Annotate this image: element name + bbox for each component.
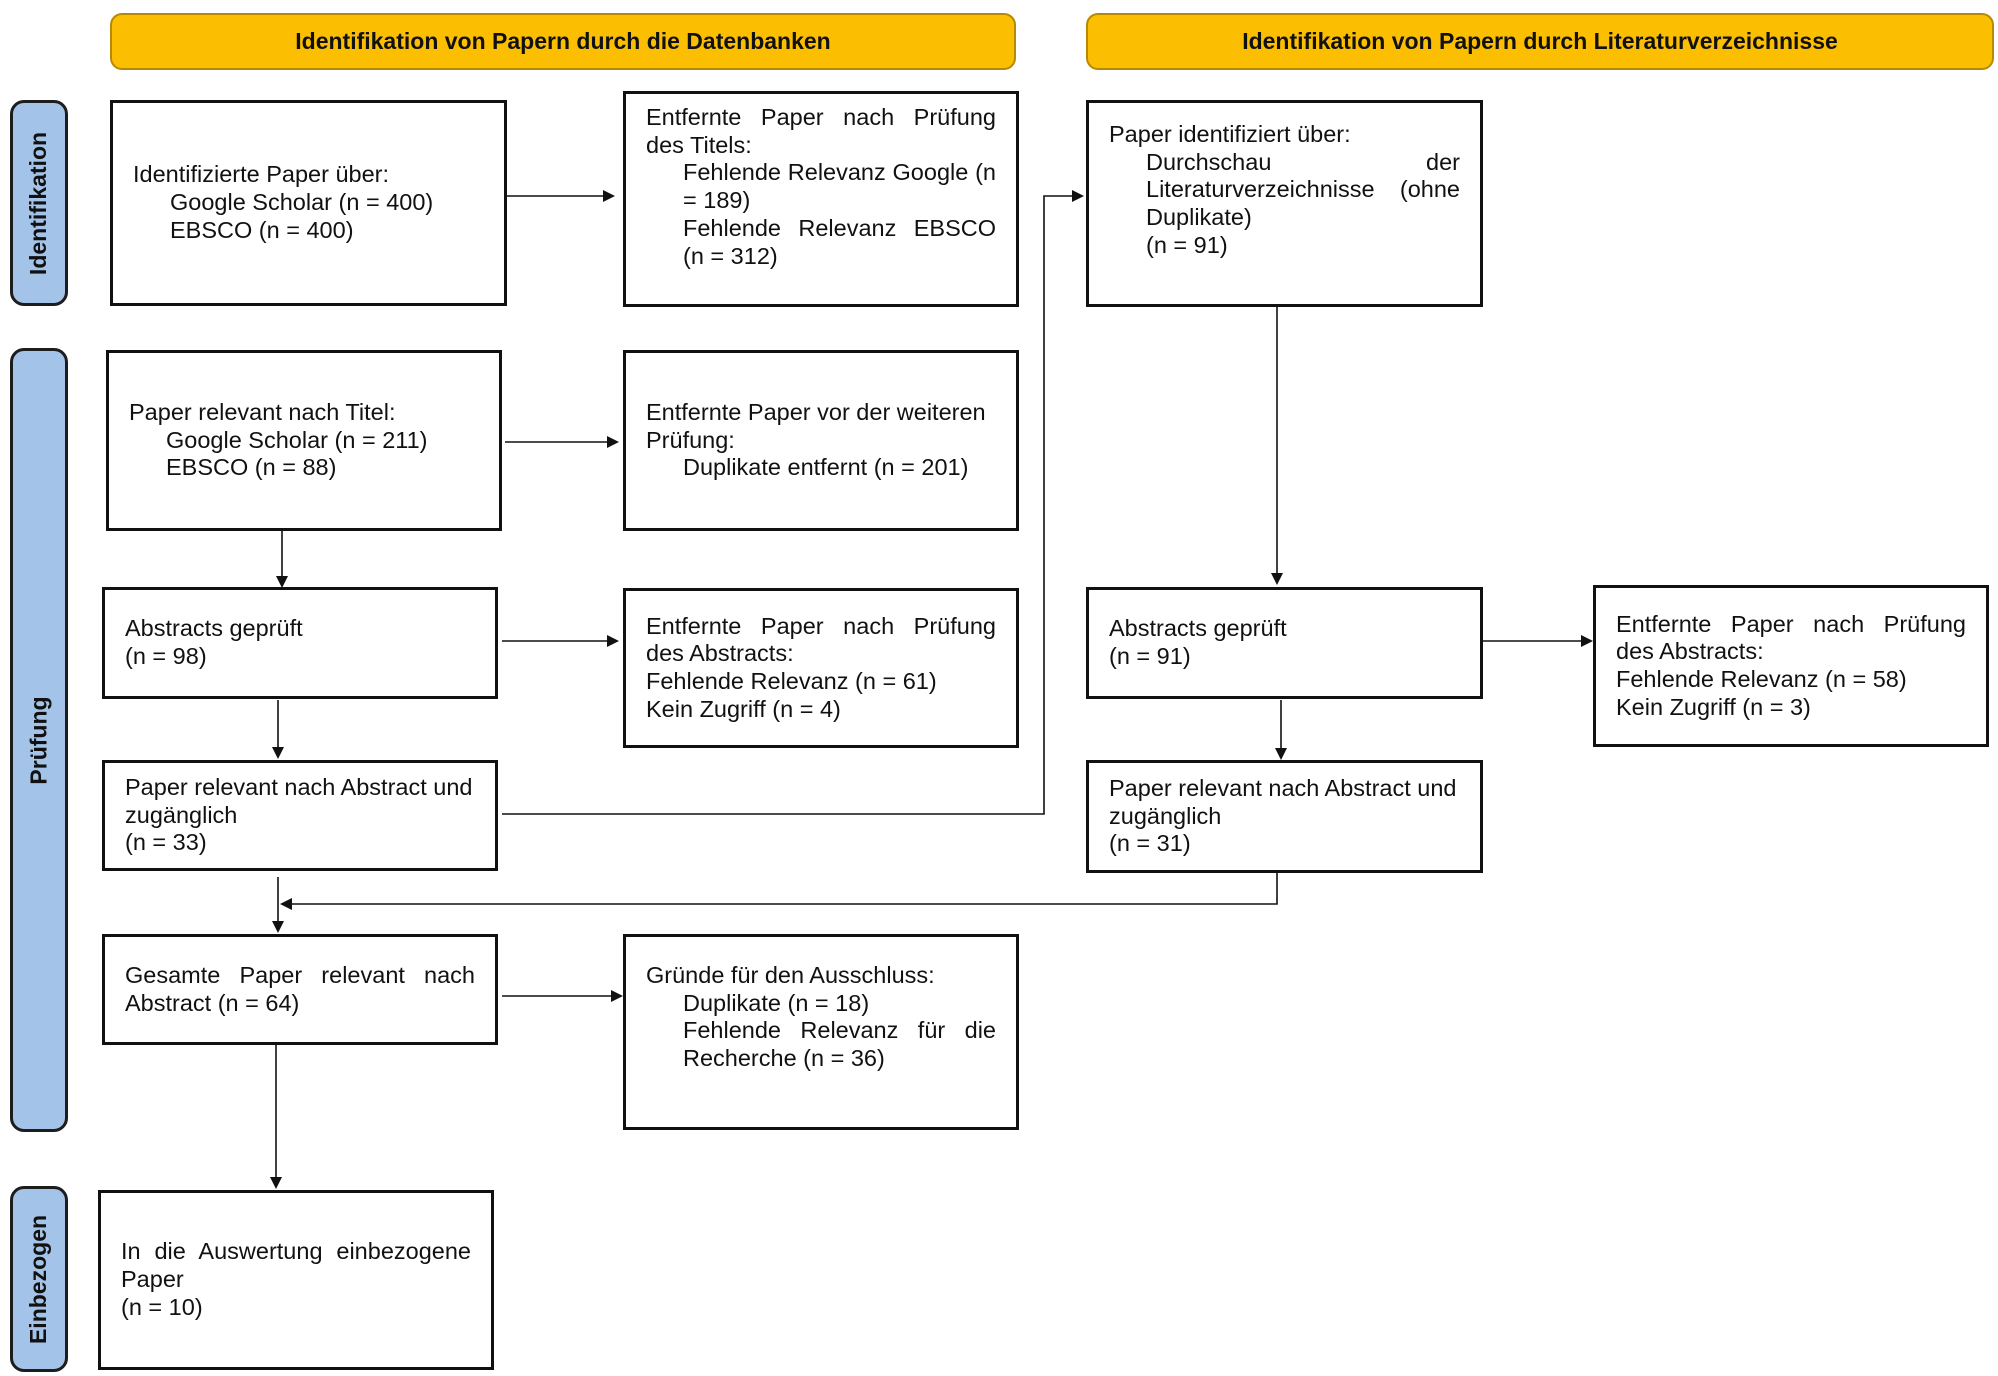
removed-abstracts-db-relevance: Fehlende Relevanz (n = 61) — [646, 668, 937, 694]
arrow-db-relevant-to-refs — [502, 190, 1084, 815]
phase-identification: Identifikation — [10, 100, 68, 306]
removed-title-item-google: Fehlende Relevanz Google (n = 189) — [683, 159, 996, 214]
relevant-title-heading: Paper relevant nach Titel: — [129, 398, 396, 425]
box-identified: Identifizierte Paper über: Google Schola… — [110, 100, 507, 306]
identified-item-google: Google Scholar (n = 400) — [170, 189, 434, 216]
removed-title-item-ebsco: Fehlende Relevanz EBSCO (n = 312) — [683, 214, 996, 269]
refs-identified-count: (n = 91) — [1146, 231, 1228, 258]
abstracts-db-label: Abstracts geprüft — [125, 615, 303, 642]
refs-identified-title: Paper identifiziert über: — [1109, 121, 1351, 147]
abstracts-db-count: (n = 98) — [125, 643, 207, 669]
phase-screening: Prüfung — [10, 348, 68, 1132]
box-abstracts-refs: Abstracts geprüft (n = 91) — [1086, 587, 1483, 699]
box-abstracts-db: Abstracts geprüft (n = 98) — [102, 587, 498, 699]
abstracts-refs-label: Abstracts geprüft — [1109, 615, 1287, 642]
included-count: (n = 10) — [121, 1293, 203, 1320]
removed-before-heading: Entfernte Paper vor der weiteren Prüfung… — [646, 398, 986, 453]
identified-item-ebsco: EBSCO (n = 400) — [170, 216, 354, 243]
box-relevant-abstract-db: Paper relevant nach Abstract und zugängl… — [102, 760, 498, 871]
removed-abstracts-refs-heading: Entfernte Paper nach Prüfung des Abstrac… — [1616, 610, 1966, 665]
total-relevant-text: Gesamte Paper relevant nach Abstract (n … — [125, 961, 475, 1016]
exclusion-reasons-duplicates: Duplikate (n = 18) — [683, 989, 870, 1016]
relevant-abstract-refs-heading: Paper relevant nach Abstract und zugängl… — [1109, 774, 1457, 829]
exclusion-reasons-relevance: Fehlende Relevanz für die Recherche (n =… — [683, 1017, 996, 1072]
refs-identified-source: Durchschau der Literaturverzeichnisse (o… — [1146, 148, 1460, 231]
relevant-abstract-refs-count: (n = 31) — [1109, 830, 1191, 857]
header-references-label: Identifikation von Papern durch Literatu… — [1242, 28, 1838, 54]
box-refs-identified: Paper identifiziert über: Durchschau der… — [1086, 100, 1483, 307]
identified-title: Identifizierte Paper über: — [133, 161, 390, 188]
relevant-abstract-db-count: (n = 33) — [125, 829, 207, 856]
box-relevant-abstract-refs: Paper relevant nach Abstract und zugängl… — [1086, 760, 1483, 873]
box-relevant-title: Paper relevant nach Titel: Google Schola… — [106, 350, 502, 531]
box-included: In die Auswertung einbezogene Paper (n =… — [98, 1190, 494, 1370]
box-exclusion-reasons: Gründe für den Ausschluss: Duplikate (n … — [623, 934, 1019, 1130]
exclusion-reasons-heading: Gründe für den Ausschluss: — [646, 962, 935, 988]
box-total-relevant: Gesamte Paper relevant nach Abstract (n … — [102, 934, 498, 1045]
box-removed-before: Entfernte Paper vor der weiteren Prüfung… — [623, 350, 1019, 531]
arrow-refs-relevant-to-total — [280, 873, 1278, 910]
phase-included: Einbezogen — [10, 1186, 68, 1372]
removed-title-heading: Entfernte Paper nach Prüfung des Titels: — [646, 104, 996, 158]
abstracts-refs-count: (n = 91) — [1109, 643, 1191, 669]
box-removed-title: Entfernte Paper nach Prüfung des Titels:… — [623, 91, 1019, 307]
box-removed-abstracts-db: Entfernte Paper nach Prüfung des Abstrac… — [623, 588, 1019, 748]
removed-abstracts-refs-relevance: Fehlende Relevanz (n = 58) — [1616, 666, 1907, 692]
header-databases: Identifikation von Papern durch die Date… — [110, 13, 1016, 70]
removed-before-item-duplicates: Duplikate entfernt (n = 201) — [683, 454, 969, 481]
removed-abstracts-db-heading: Entfernte Paper nach Prüfung des Abstrac… — [646, 612, 996, 667]
removed-abstracts-db-access: Kein Zugriff (n = 4) — [646, 695, 841, 722]
header-references: Identifikation von Papern durch Literatu… — [1086, 13, 1994, 70]
included-heading: In die Auswertung einbezogene Paper — [121, 1238, 471, 1293]
header-databases-label: Identifikation von Papern durch die Date… — [295, 28, 831, 54]
box-removed-abstracts-refs: Entfernte Paper nach Prüfung des Abstrac… — [1593, 585, 1989, 747]
relevant-abstract-db-heading: Paper relevant nach Abstract und zugängl… — [125, 773, 473, 828]
relevant-title-item-ebsco: EBSCO (n = 88) — [166, 454, 337, 481]
relevant-title-item-google: Google Scholar (n = 211) — [166, 426, 428, 453]
removed-abstracts-refs-access: Kein Zugriff (n = 3) — [1616, 693, 1811, 720]
